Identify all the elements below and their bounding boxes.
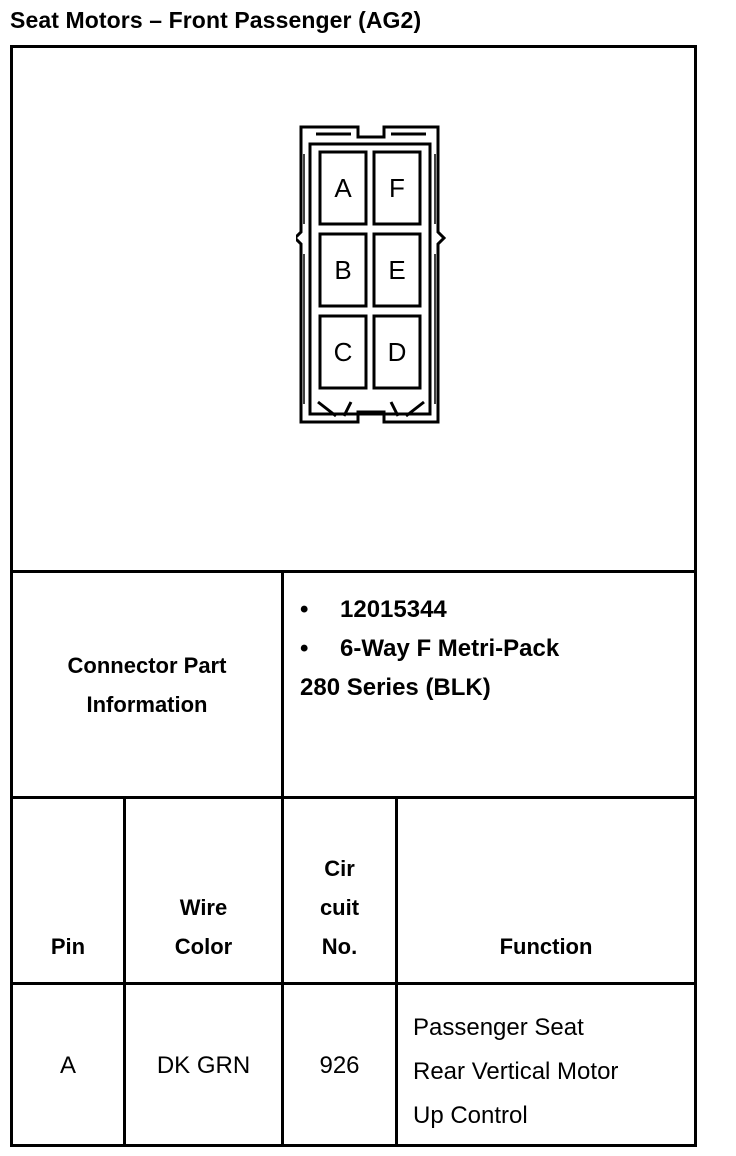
divider xyxy=(13,982,694,985)
part-info-label: Connector Part Information xyxy=(13,646,281,724)
pin-label: C xyxy=(334,337,353,367)
header-function: Function xyxy=(398,927,694,966)
connector-diagram: A F B E C D xyxy=(296,125,447,424)
header-pin: Pin xyxy=(13,927,123,966)
cavity-a xyxy=(318,150,368,226)
header-text: Color xyxy=(174,934,233,959)
cell-text: Up Control xyxy=(413,1102,528,1129)
page-title: Seat Motors – Front Passenger (AG2) xyxy=(10,7,422,33)
divider xyxy=(13,796,694,799)
cell-text: Passenger Seat xyxy=(413,1014,584,1041)
header-text: Cir xyxy=(324,856,355,881)
divider xyxy=(13,570,694,573)
pin-label: D xyxy=(388,337,407,367)
bullet-icon: • xyxy=(300,635,309,662)
divider xyxy=(123,796,126,1147)
table-row-function: Passenger Seat Rear Vertical Motor Up Co… xyxy=(413,1006,618,1138)
connector-inner-frame xyxy=(308,142,432,416)
cavity-d xyxy=(372,314,422,390)
cell-text: 926 xyxy=(319,1052,360,1079)
cell-text: Rear Vertical Motor xyxy=(413,1058,619,1085)
header-wire-color: Wire Color xyxy=(126,888,281,966)
pin-label: E xyxy=(388,255,405,285)
header-circuit: Cir cuit No. xyxy=(284,849,395,966)
header-text: No. xyxy=(321,934,358,959)
divider xyxy=(395,796,398,1147)
part-number: 12015344 xyxy=(340,596,447,623)
table-row-pin: A xyxy=(13,1046,123,1085)
connector-sheet: A F B E C D Connector Part Information •… xyxy=(10,45,697,1147)
header-text: Function xyxy=(499,934,593,959)
table-row-circuit: 926 xyxy=(284,1046,395,1085)
part-description: 6-Way F Metri-Pack xyxy=(340,635,560,662)
part-info-label-line: Connector Part xyxy=(67,653,227,678)
pin-label: A xyxy=(334,173,352,203)
divider xyxy=(281,570,284,1147)
part-description: 280 Series (BLK) xyxy=(300,674,491,701)
connector-housing xyxy=(296,125,447,424)
bullet-icon: • xyxy=(300,596,309,623)
pin-label: F xyxy=(389,173,405,203)
header-pin-text: Pin xyxy=(50,934,86,959)
cavity-e xyxy=(372,232,422,308)
header-text: Wire xyxy=(179,895,228,920)
pin-label: B xyxy=(334,255,351,285)
cavity-c xyxy=(318,314,368,390)
cell-text: DK GRN xyxy=(156,1052,251,1079)
part-info-label-line: Information xyxy=(86,692,208,717)
cavity-b xyxy=(318,232,368,308)
header-text: cuit xyxy=(319,895,360,920)
cavity-f xyxy=(372,150,422,226)
table-row-wire-color: DK GRN xyxy=(126,1046,281,1085)
part-info-details: • 12015344 • 6-Way F Metri-Pack 280 Series… xyxy=(300,590,559,707)
cell-text: A xyxy=(59,1052,76,1079)
